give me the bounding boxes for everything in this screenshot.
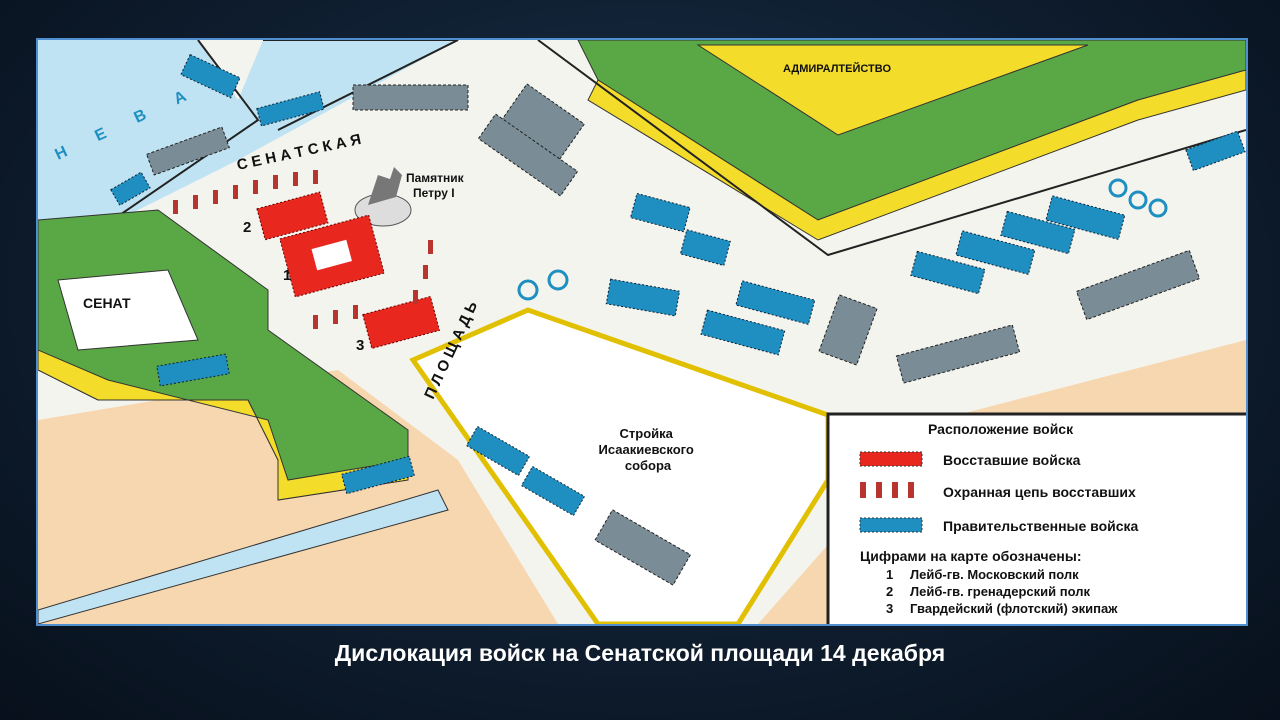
- monument-label-1: Памятник: [406, 171, 465, 185]
- cathedral-label-1: Стройка: [620, 426, 674, 441]
- legend-government-swatch: [859, 517, 923, 533]
- regiment-number-1: 1: [283, 267, 291, 284]
- embankment: [263, 40, 459, 131]
- legend-item-guard: Охранная цепь восставших: [943, 484, 1136, 500]
- legend-number-1: 1: [886, 567, 893, 582]
- admiralty-label: АДМИРАЛТЕЙСТВО: [783, 62, 891, 75]
- legend-box: Расположение войск Восставшие войска Охр…: [826, 412, 1246, 624]
- monument-horse-icon: [368, 167, 402, 205]
- map-image: Н Е В А СЕНАТ АДМИРАЛТЕЙСТВО Стройка Иса…: [36, 38, 1248, 626]
- legend-rebel-swatch: [859, 451, 923, 467]
- artillery-icon: [517, 178, 1168, 301]
- legend-number-3: 3: [886, 601, 893, 616]
- government-troops: [110, 53, 1246, 517]
- rebel-guard-chain: [173, 170, 433, 329]
- rebel-regiment-1-center: [311, 239, 352, 271]
- admiralty-inner: [696, 44, 1089, 136]
- legend-number-1-label: Лейб-гв. Московский полк: [910, 567, 1079, 582]
- rebel-regiment-2: [256, 191, 329, 241]
- legend-number-2: 2: [886, 584, 893, 599]
- legend-numbers-title: Цифрами на карте обозначены:: [860, 548, 1082, 564]
- senate-courtyard: [57, 269, 199, 351]
- regiment-number-2: 2: [243, 219, 251, 236]
- rebel-regiment-3: [362, 295, 441, 350]
- cathedral-label-3: собора: [625, 458, 672, 473]
- government-cavalry: [146, 83, 1201, 586]
- admiralty-road: [537, 40, 1246, 257]
- canal: [38, 489, 449, 624]
- legend-title: Расположение войск: [928, 421, 1074, 437]
- regiment-number-3: 3: [356, 337, 364, 354]
- monument-label-2: Петру I: [413, 186, 455, 200]
- senate-label: СЕНАТ: [83, 295, 131, 311]
- monument-label: Памятник Петру I: [406, 171, 467, 200]
- cathedral-label: Стройка Исаакиевского собора: [599, 426, 698, 473]
- legend-guard-swatch: [860, 482, 914, 498]
- embankment: [97, 40, 260, 231]
- admiralty-wall: [587, 69, 1246, 241]
- legend-item-government: Правительственные войска: [943, 518, 1139, 534]
- slide-caption: Дислокация войск на Сенатской площади 14…: [334, 640, 946, 666]
- legend-number-2-label: Лейб-гв. гренадерский полк: [910, 584, 1090, 599]
- legend-number-3-label: Гвардейский (флотский) экипаж: [910, 601, 1118, 616]
- legend-item-rebel: Восставшие войска: [943, 452, 1081, 468]
- cathedral-label-2: Исаакиевского: [599, 442, 694, 457]
